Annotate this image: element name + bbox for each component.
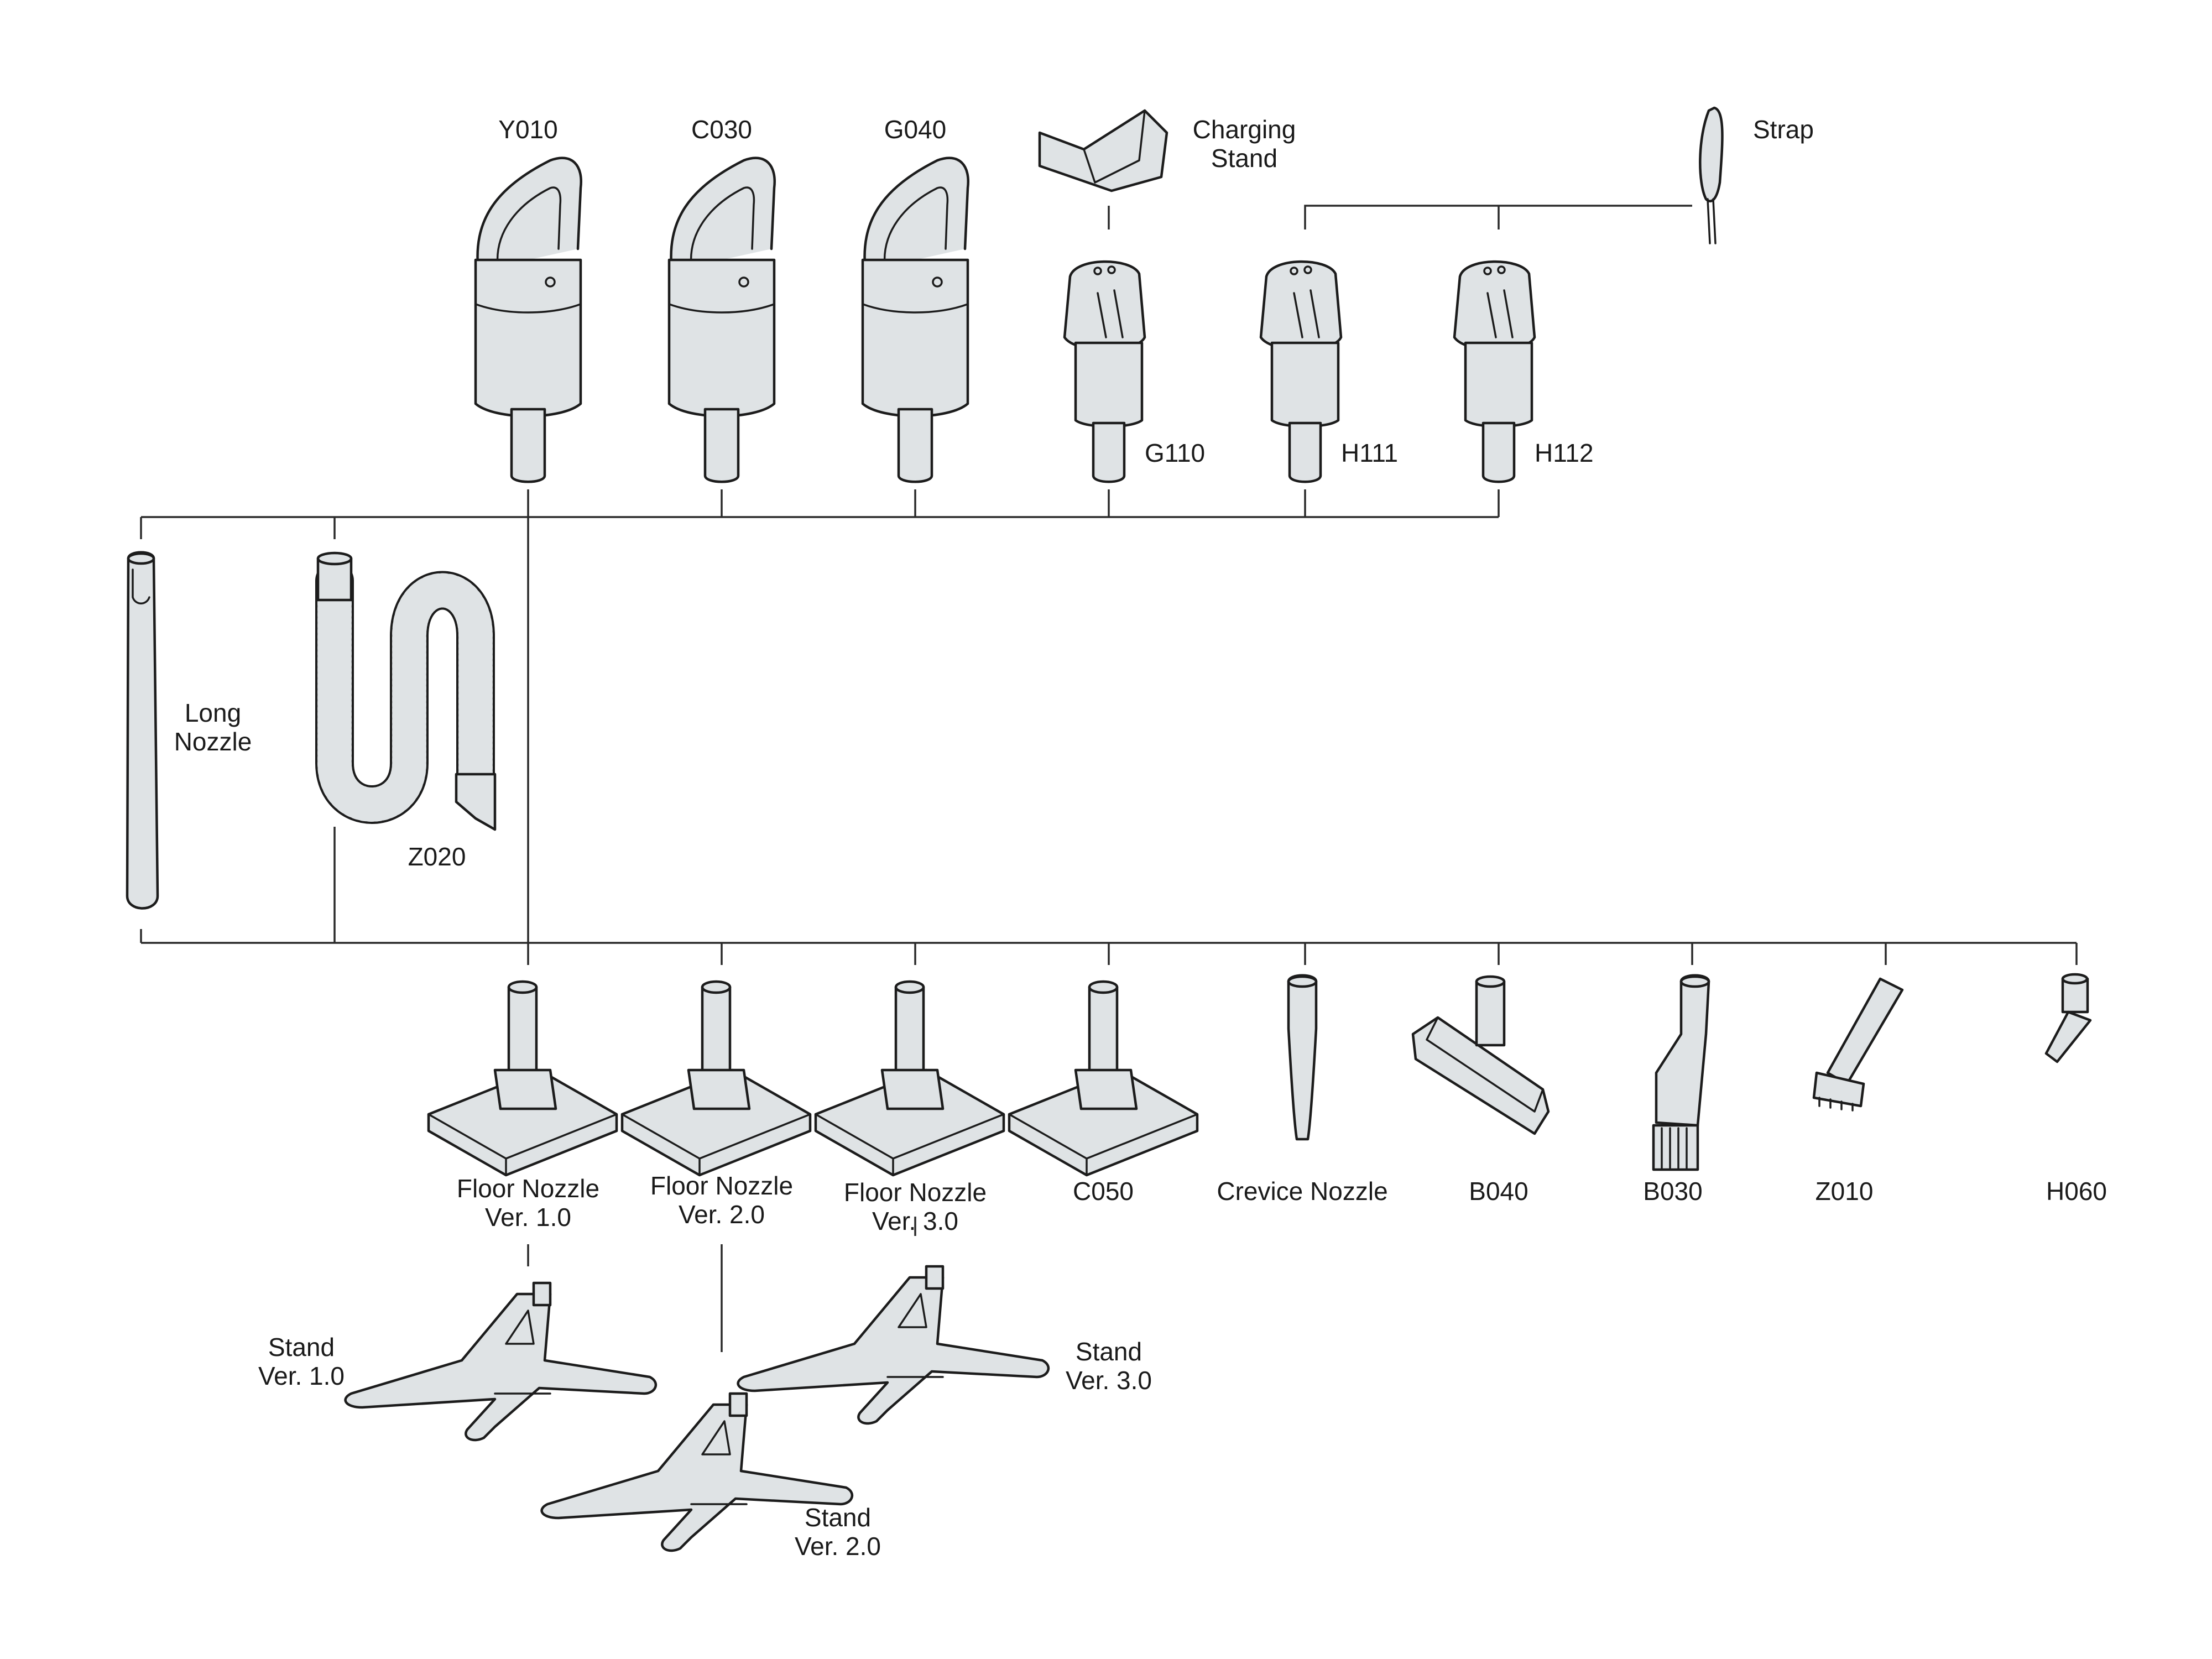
floor-nozzle-v2: Floor Nozzle Ver. 2.0	[622, 982, 810, 1229]
brush-b030: B030	[1643, 974, 1710, 1206]
connector-strap	[1304, 205, 1692, 229]
label-z010: Z010	[1815, 1177, 1874, 1206]
label-stand-v2-line1: Stand	[805, 1503, 871, 1532]
nozzle-c050: C050	[1009, 982, 1197, 1206]
crevice-nozzle: Crevice Nozzle	[1217, 974, 1388, 1206]
vacuum-h111: H111	[1261, 262, 1398, 482]
label-h112: H112	[1535, 439, 1594, 467]
stand-v3: Stand Ver. 3.0	[738, 1266, 1152, 1423]
label-stand-v3-line1: Stand	[1076, 1337, 1142, 1366]
brush-z010: Z010	[1812, 977, 1904, 1206]
stand-v2: Stand Ver. 2.0	[542, 1394, 881, 1561]
label-g040: G040	[884, 115, 947, 144]
label-strap: Strap	[1753, 115, 1814, 144]
label-floor-nozzle-v2-line2: Ver. 2.0	[679, 1200, 765, 1229]
label-charging-stand-line2: Stand	[1211, 144, 1277, 173]
strap: Strap	[1699, 106, 1814, 244]
label-c050: C050	[1073, 1177, 1134, 1206]
label-b030: B030	[1643, 1177, 1702, 1206]
vacuum-g040: G040	[863, 115, 968, 482]
label-stand-v3-line2: Ver. 3.0	[1066, 1366, 1152, 1395]
label-h060: H060	[2046, 1177, 2107, 1206]
label-floor-nozzle-v3-line2: Ver. 3.0	[872, 1207, 958, 1235]
label-stand-v1-line2: Ver. 1.0	[258, 1361, 345, 1390]
vacuum-h112: H112	[1454, 262, 1594, 482]
label-b040: B040	[1469, 1177, 1528, 1206]
label-floor-nozzle-v2-line1: Floor Nozzle	[650, 1171, 793, 1200]
label-h111: H111	[1341, 439, 1398, 467]
label-floor-nozzle-v1-line2: Ver. 1.0	[485, 1203, 571, 1232]
brush-b040: B040	[1411, 975, 1550, 1206]
label-c030: C030	[691, 115, 752, 144]
label-long-nozzle-line1: Long	[185, 698, 241, 727]
vacuum-g110: G110	[1065, 262, 1205, 482]
vacuum-c030: C030	[669, 115, 775, 482]
label-stand-v2-line2: Ver. 2.0	[795, 1532, 881, 1561]
label-floor-nozzle-v3-line1: Floor Nozzle	[844, 1178, 987, 1207]
label-crevice-nozzle: Crevice Nozzle	[1217, 1177, 1387, 1206]
floor-nozzle-v3: Floor Nozzle Ver. 3.0	[816, 982, 1004, 1235]
label-stand-v1-line1: Stand	[268, 1333, 335, 1361]
tool-h060: H060	[2044, 973, 2107, 1206]
hose-z020: Z020	[315, 551, 497, 871]
label-floor-nozzle-v1-line1: Floor Nozzle	[457, 1174, 599, 1203]
label-long-nozzle-line2: Nozzle	[174, 727, 252, 756]
vacuum-y010: Y010	[476, 115, 581, 482]
label-z020: Z020	[408, 842, 466, 871]
charging-stand: Charging Stand	[1038, 109, 1296, 192]
connector-lines	[140, 205, 2078, 1352]
label-g110: G110	[1145, 439, 1205, 467]
long-nozzle: Long Nozzle	[126, 551, 252, 910]
label-charging-stand-line1: Charging	[1193, 115, 1296, 144]
label-y010: Y010	[498, 115, 557, 144]
floor-nozzle-v1: Floor Nozzle Ver. 1.0	[429, 982, 617, 1232]
stand-v1: Stand Ver. 1.0	[258, 1283, 656, 1440]
